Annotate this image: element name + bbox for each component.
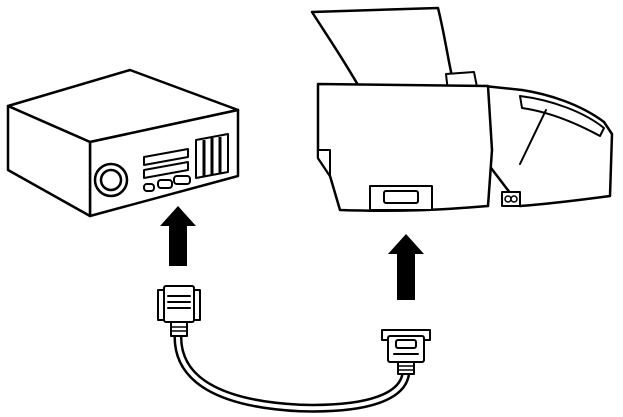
- desktop-computer-icon: [6, 68, 240, 218]
- printer-power-pin: [504, 195, 512, 203]
- computer-drive-slot-top: [143, 148, 189, 166]
- cable-left-connector: [157, 285, 201, 337]
- printer-power-pin: [510, 195, 518, 203]
- printer-paper-tray: [310, 6, 458, 94]
- up-arrow-icon: [160, 206, 196, 266]
- computer-side-face: [6, 104, 92, 218]
- computer-drive-slot-bottom: [143, 161, 189, 179]
- cable-right-connector: [381, 329, 431, 375]
- arrow-to-computer: [160, 206, 196, 266]
- up-arrow-icon: [388, 234, 424, 300]
- computer-led: [143, 183, 155, 192]
- printer-icon: [310, 6, 614, 213]
- computer-button-right: [173, 175, 191, 185]
- cable-wire-inner: [175, 332, 408, 411]
- printer-serial-port: [383, 190, 419, 204]
- printer-output-edge: [519, 109, 547, 165]
- connector-face: [395, 339, 417, 349]
- computer-button-left: [157, 179, 173, 189]
- printer-front-step: [317, 149, 331, 177]
- printer-output-tray: [519, 95, 605, 137]
- serial-cable-icon: [157, 285, 431, 413]
- arrow-to-printer: [388, 234, 424, 300]
- computer-drive-dial-inner: [99, 168, 123, 192]
- connector-strain-relief: [170, 321, 188, 337]
- connector-strain-relief: [397, 361, 415, 375]
- connector-shell: [163, 285, 195, 323]
- cable-wire-outer: [173, 329, 411, 413]
